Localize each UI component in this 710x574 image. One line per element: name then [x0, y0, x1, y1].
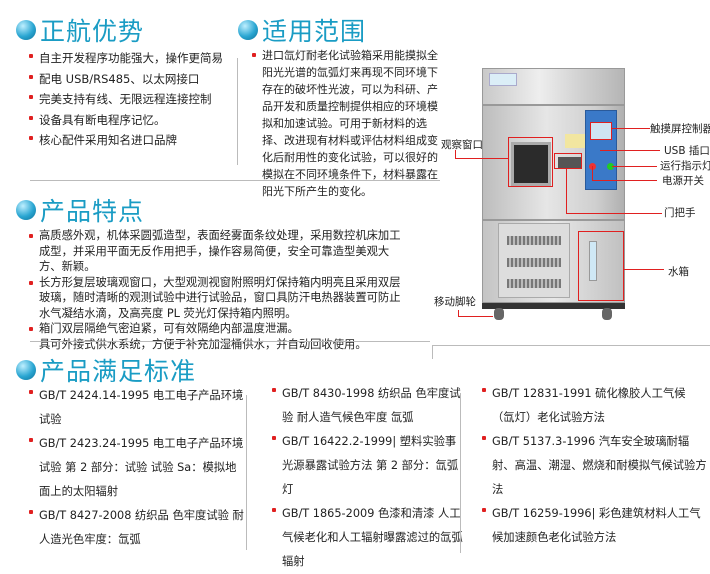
run-indicator: [607, 163, 614, 170]
label-power: 电源开关: [662, 175, 704, 187]
touchscreen: [591, 123, 612, 140]
ball-icon: [238, 20, 258, 40]
divider: [460, 393, 461, 553]
wheel-icon: [494, 308, 504, 320]
list-item: 配电 USB/RS485、以太网接口: [27, 69, 237, 90]
ball-icon: [16, 20, 36, 40]
label-tank: 水箱: [668, 266, 689, 278]
scope-text: 进口氙灯耐老化试验箱采用能摸拟全阳光光谱的氙弧灯来再现不同环境下存在的破坏性光波…: [250, 47, 442, 200]
product-image: [482, 68, 625, 320]
list-item: GB/T 16422.2-1999| 塑料实验事光源暴露试验方法 第 2 部分：…: [270, 430, 466, 502]
observation-window: [511, 142, 551, 186]
advantages-list: 自主开发程序功能强大，操作更简易 配电 USB/RS485、以太网接口 完美支持…: [27, 48, 237, 151]
top-panel: [482, 68, 625, 105]
divider: [246, 395, 247, 550]
list-item: GB/T 2424.14-1995 电工电子产品环境试验: [27, 384, 245, 432]
list-item: GB/T 16259-1996| 彩色建筑材料人工气候加速颜色老化试验方法: [480, 502, 708, 550]
list-item: GB/T 1865-2009 色漆和清漆 人工气候老化和人工辐射曝露滤过的氙弧辐…: [270, 502, 466, 574]
divider: [230, 180, 440, 181]
list-item: 完美支持有线、无限远程连接控制: [27, 89, 237, 110]
list-item: 高质感外观，机体采圆弧造型，表面经雾面条纹处理，采用数控机床加工成型，并采用平面…: [27, 228, 402, 275]
standards-col2: GB/T 8430-1998 纺织品 色牢度试验 耐人造气候色牢度 氙弧 GB/…: [270, 382, 466, 574]
wheel-icon: [602, 308, 612, 320]
label-sticker: [565, 134, 585, 148]
scope-list: 进口氙灯耐老化试验箱采用能摸拟全阳光光谱的氙弧灯来再现不同环境下存在的破坏性光波…: [250, 47, 442, 200]
callout-box: [508, 137, 553, 187]
brand-logo: [489, 73, 517, 86]
divider: [432, 345, 433, 359]
list-item: GB/T 8430-1998 纺织品 色牢度试验 耐人造气候色牢度 氙弧: [270, 382, 466, 430]
label-touchscreen: 触摸屏控制器: [650, 123, 710, 135]
heading-scope: 适用范围: [238, 12, 366, 48]
list-item: 核心配件采用知名进口品牌: [27, 130, 237, 151]
callout-box: [554, 153, 582, 169]
water-tank: [589, 241, 597, 281]
divider: [30, 180, 238, 181]
divider: [30, 341, 430, 342]
list-item: 长方形复层玻璃观窗口，大型观测视窗附照明灯保持箱内明亮且采用双层玻璃，随时清晰的…: [27, 275, 402, 322]
label-indicator: 运行指示灯: [660, 160, 710, 172]
standards-col1: GB/T 2424.14-1995 电工电子产品环境试验 GB/T 2423.2…: [27, 384, 245, 552]
list-item: GB/T 12831-1991 硫化橡胶人工气候（氙灯）老化试验方法: [480, 382, 708, 430]
vent-panel: [498, 223, 570, 298]
ball-icon: [16, 360, 36, 380]
label-handle: 门把手: [664, 207, 696, 219]
list-item: GB/T 2423.24-1995 电工电子产品环境试验 第 2 部分：试验 试…: [27, 432, 245, 504]
list-item: 箱门双层隔绝气密迫紧，可有效隔绝内部温度泄漏。: [27, 321, 402, 337]
lower-cabinet: [482, 220, 625, 303]
heading-advantages: 正航优势: [16, 12, 144, 48]
list-item: 自主开发程序功能强大，操作更简易: [27, 48, 237, 69]
standards-col3: GB/T 12831-1991 硫化橡胶人工气候（氙灯）老化试验方法 GB/T …: [480, 382, 708, 550]
callout-box: [578, 231, 624, 301]
door-handle: [558, 157, 582, 168]
callout-box: [590, 122, 612, 140]
heading-standards: 产品满足标准: [16, 352, 196, 388]
label-usb: USB 插口: [664, 145, 710, 157]
list-item: 具可外接式供水系统，方便于补充加湿桶供水，并自动回收使用。: [39, 337, 367, 351]
ball-icon: [16, 200, 36, 220]
divider: [432, 345, 710, 346]
list-item: GB/T 5137.3-1996 汽车安全玻璃耐辐射、高温、潮湿、燃烧和耐模拟气…: [480, 430, 708, 502]
list-item: GB/T 8427-2008 纺织品 色牢度试验 耐人造光色牢度：氙弧: [27, 504, 245, 552]
label-window: 观察窗口: [441, 139, 483, 151]
list-item: 设备具有断电程序记忆。: [27, 110, 237, 131]
heading-features: 产品特点: [16, 192, 144, 228]
divider: [237, 58, 238, 165]
label-wheels: 移动脚轮: [434, 296, 476, 308]
features-list: 高质感外观，机体采圆弧造型，表面经雾面条纹处理，采用数控机床加工成型，并采用平面…: [27, 228, 402, 352]
base: [482, 303, 625, 309]
